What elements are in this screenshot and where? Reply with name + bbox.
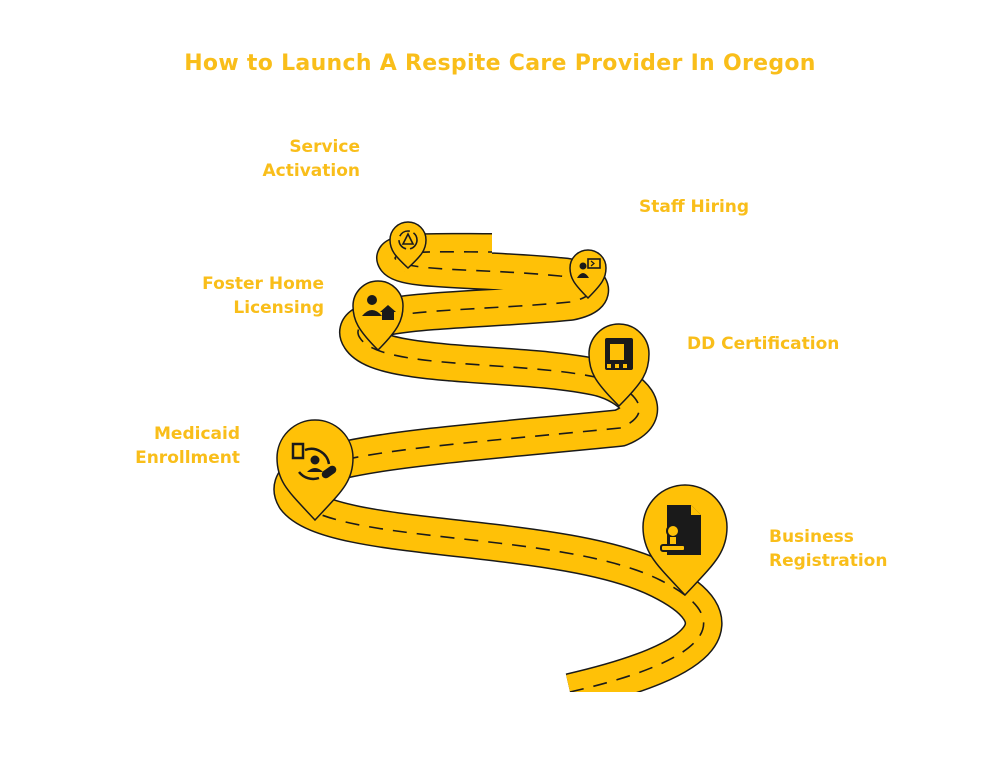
activation-cycle-icon [398, 230, 418, 250]
label-business-registration: Business Registration [769, 527, 888, 571]
stamp-document-icon [660, 505, 701, 555]
pin-medicaid-enrollment [276, 419, 354, 522]
certificate-frame-icon [605, 338, 633, 370]
label-staff-hiring: Staff Hiring [639, 197, 750, 217]
document-person-pill-icon [291, 442, 337, 481]
pin-service-activation [389, 221, 427, 270]
pin-foster-home-licensing [352, 280, 404, 352]
road-center-line [291, 250, 705, 693]
label-dd-certification: DD Certification [687, 334, 840, 354]
label-medicaid-enrollment: Medicaid Enrollment [135, 424, 240, 468]
pin-business-registration [642, 484, 728, 597]
person-house-icon [362, 295, 396, 320]
pin-staff-hiring [569, 249, 607, 300]
label-service-activation: Service Activation [262, 137, 360, 181]
pin-dd-certification [588, 323, 650, 408]
diagram-title: How to Launch A Respite Care Provider In… [184, 51, 816, 76]
person-board-icon [577, 258, 601, 278]
label-foster-home-licensing: Foster Home Licensing [202, 274, 324, 318]
